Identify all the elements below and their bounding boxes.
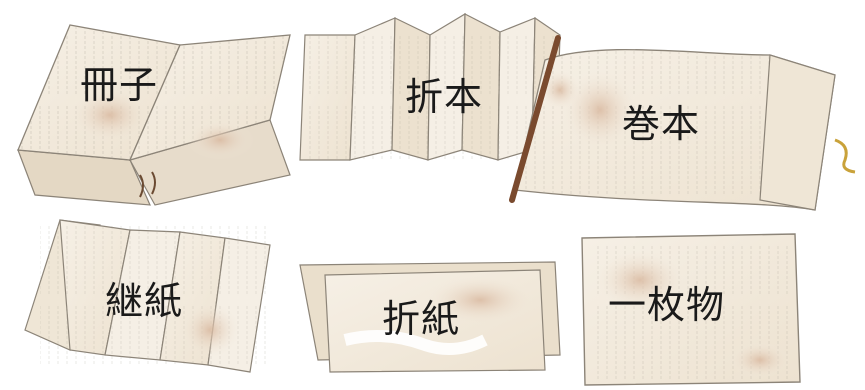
label-orihon: 折本 — [405, 75, 484, 119]
label-tsugigami: 継紙 — [105, 279, 184, 323]
bound-book-drawing — [17, 24, 291, 206]
label-ichimaimono: 一枚物 — [608, 283, 726, 327]
joined-sheets-drawing — [24, 219, 271, 373]
single-sheet-drawing — [581, 233, 801, 386]
folded-paper-drawing — [299, 261, 561, 373]
label-kansubon: 巻本 — [622, 102, 701, 146]
label-sasshi: 冊子 — [80, 63, 159, 107]
scroll-drawing — [509, 35, 856, 211]
folded-book-drawing — [299, 12, 561, 161]
label-origami: 折紙 — [382, 297, 461, 341]
